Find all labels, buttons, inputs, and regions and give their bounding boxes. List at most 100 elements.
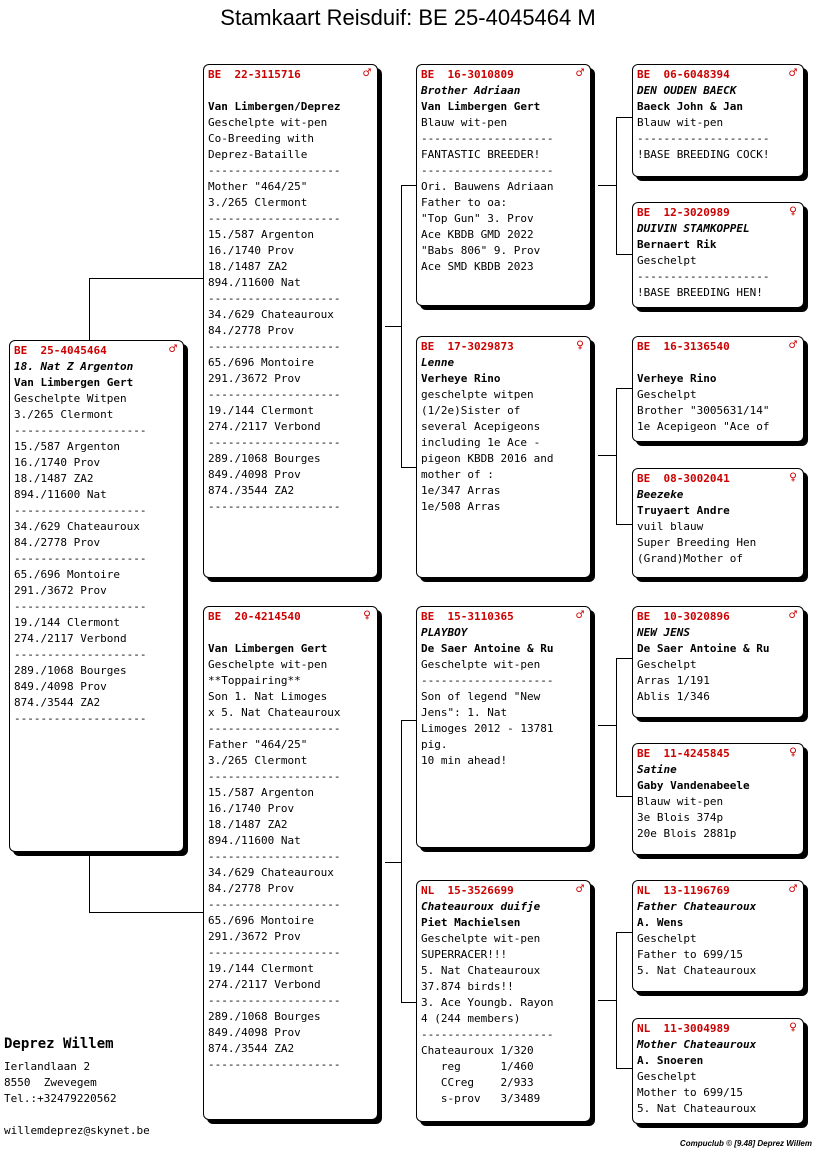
pigeon-info-line: Geschelpt — [637, 388, 697, 401]
pigeon-info-line: Ori. Bauwens Adriaan — [421, 180, 554, 193]
pigeon-info-line: Piet Machielsen — [421, 916, 521, 929]
pigeon-info-line: Brother Adriaan — [421, 84, 521, 97]
pigeon-info-line: Van Limbergen Gert — [421, 100, 541, 113]
pigeon-info-line: PLAYBOY — [421, 626, 468, 639]
pigeon-info-line: Lenne — [421, 356, 455, 369]
ring-number: NL 15-3526699 — [421, 884, 514, 897]
connector-line — [89, 278, 204, 279]
pigeon-info-line: 289./1068 Bourges — [208, 452, 321, 465]
page-title: Stamkaart Reisduif: BE 25-4045464 M — [220, 5, 596, 30]
pigeon-info-line: Truyaert Andre — [637, 504, 730, 517]
pigeon-info-line: -------------------- — [14, 712, 147, 725]
pigeon-info-line: Father to 699/15 — [637, 948, 743, 961]
ring-number: BE 12-3020989 — [637, 206, 730, 219]
pigeon-info-line: -------------------- — [14, 504, 147, 517]
pigeon-info-line: Geschelpte wit-pen — [421, 932, 541, 945]
pigeon-info-line: -------------------- — [637, 132, 770, 145]
pigeon-info-line: 291./3672 Prov — [208, 930, 301, 943]
pigeon-info-line — [208, 83, 373, 99]
pigeon-info-line: several Acepigeons — [421, 420, 541, 433]
pigeon-info-line: 15./587 Argenton — [208, 786, 314, 799]
pigeon-info-line: 5. Nat Chateauroux — [637, 964, 757, 977]
pigeon-info-line: -------------------- — [208, 388, 341, 401]
pigeon-info-line: 19./144 Clermont — [208, 962, 314, 975]
connector-line — [616, 658, 617, 796]
pigeon-info-line: De Saer Antoine & Ru — [637, 642, 770, 655]
pigeon-info-line: vuil blauw — [637, 520, 704, 533]
pigeon-info-line: Geschelpte wit-pen — [208, 116, 328, 129]
ring-number: BE 22-3115716 — [208, 68, 301, 81]
pigeon-info-line: Geschelpt — [637, 254, 697, 267]
pigeon-info-line: -------------------- — [421, 132, 554, 145]
connector-line — [401, 185, 417, 186]
connector-line — [598, 1000, 616, 1001]
pigeon-info-line: 3./265 Clermont — [208, 196, 308, 209]
pigeon-info-line: Super Breeding Hen — [637, 536, 757, 549]
pigeon-info-line: -------------------- — [421, 164, 554, 177]
owner-email[interactable]: willemdeprez@skynet.be — [4, 1124, 150, 1137]
pigeon-info-line: 289./1068 Bourges — [14, 664, 127, 677]
pigeon-info-line: 16./1740 Prov — [14, 456, 101, 469]
connector-line — [616, 388, 632, 389]
male-symbol-icon: ♂ — [576, 608, 584, 623]
pigeon-info-line: -------------------- — [14, 648, 147, 661]
connector-line — [616, 796, 632, 797]
ring-number: BE 17-3029873 — [421, 340, 514, 353]
pigeon-info-line: -------------------- — [208, 500, 341, 513]
pigeon-info-line: 5. Nat Chateauroux — [421, 964, 541, 977]
pigeon-info-line: Limoges 2012 - 13781 — [421, 722, 554, 735]
connector-line — [616, 932, 617, 1068]
pigeon-info-line: 34./629 Chateauroux — [14, 520, 140, 533]
pigeon-info-line: Geschelpt — [637, 1070, 697, 1083]
pigeon-info-line: -------------------- — [421, 674, 554, 687]
pigeon-info-line: 15./587 Argenton — [208, 228, 314, 241]
pigeon-info-line: Jens": 1. Nat — [421, 706, 508, 719]
pigeon-info-line: mother of : — [421, 468, 494, 481]
pigeon-info-line: Blauw wit-pen — [421, 116, 508, 129]
pigeon-info-line: Bernaert Rik — [637, 238, 717, 251]
pigeon-info-line: 3./265 Clermont — [14, 408, 114, 421]
pigeon-info-line: -------------------- — [208, 994, 341, 1007]
pigeon-info-line: Gaby Vandenabeele — [637, 779, 750, 792]
owner-name: Deprez Willem — [4, 1036, 114, 1052]
pigeon-info-line: 849./4098 Prov — [14, 680, 107, 693]
pigeon-info-line: Brother "3005631/14" — [637, 404, 770, 417]
connector-line — [616, 932, 632, 933]
male-symbol-icon: ♂ — [789, 66, 797, 81]
pigeon-info-line: 65./696 Montoire — [14, 568, 120, 581]
pigeon-info-line: Father to oa: — [421, 196, 508, 209]
pigeon-info-line: 19./144 Clermont — [208, 404, 314, 417]
pigeon-info-line: -------------------- — [208, 946, 341, 959]
ring-number: BE 16-3136540 — [637, 340, 730, 353]
pigeon-info-line: A. Wens — [637, 916, 684, 929]
pigeon-info-line: Father "464/25" — [208, 738, 308, 751]
connector-line — [616, 1068, 632, 1069]
pigeon-info-line: x 5. Nat Chateauroux — [208, 706, 341, 719]
pigeon-info-line: -------------------- — [208, 164, 341, 177]
pigeon-info-line: Verheye Rino — [421, 372, 501, 385]
pigeon-info-line: (Grand)Mother of — [637, 552, 743, 565]
pigeon-info-line: 894./11600 Nat — [208, 834, 301, 847]
footer-credit: Compuclub © [9.48] Deprez Willem — [679, 1139, 812, 1148]
pigeon-info-line: 274./2117 Verbond — [14, 632, 127, 645]
pigeon-info-line: Son 1. Nat Limoges — [208, 690, 328, 703]
pigeon-info-line: Ace SMD KBDB 2023 — [421, 260, 534, 273]
pigeon-info-line: Geschelpte Witpen — [14, 392, 127, 405]
female-symbol-icon: ♀ — [789, 1020, 797, 1035]
pigeon-info-line: 34./629 Chateauroux — [208, 866, 334, 879]
